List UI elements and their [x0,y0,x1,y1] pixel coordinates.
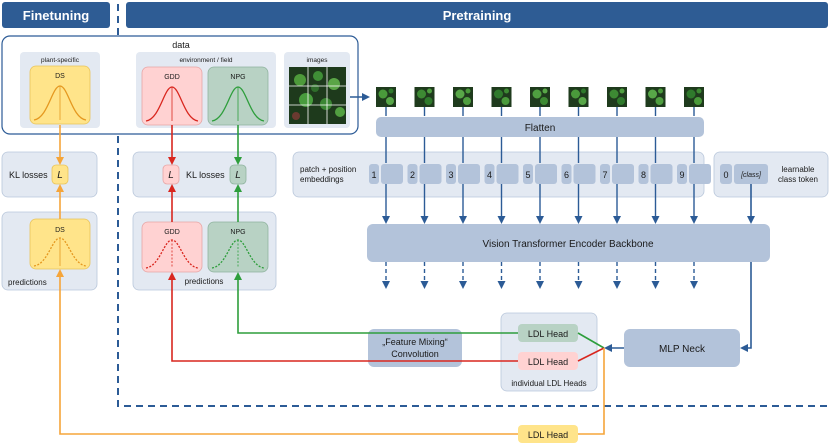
mlp-neck-block [624,329,740,367]
class-token-box [734,164,768,184]
token-flow-arrows [382,107,698,289]
class-token-desc-line1: learnable [782,165,815,174]
mlp-to-npg-head [577,332,605,349]
individual-ldl-heads-label: individual LDL Heads [511,379,586,388]
ds-distribution-data-label: DS [55,73,65,80]
images-label: images [307,57,329,64]
gdd-mixing-to-pred [168,272,518,362]
class-token-desc-line2: class token [778,175,818,184]
class-output-to-mlp [740,262,752,352]
image-patch-3 [453,87,473,107]
environment-field-label: environment / field [179,57,232,64]
finetuning-header [2,2,110,28]
patch-embeddings-label-line2: embeddings [300,175,344,184]
data-panel-title: data [172,40,190,50]
npg-loss-symbol: L [235,170,241,181]
class-token-label: [class] [740,172,762,179]
ldl-head-ds-label: LDL Head [528,430,568,440]
finetuning-kl-label: KL losses [9,170,48,180]
finetuning-kl-panel [1,151,98,198]
ldl-head-npg [518,324,578,342]
flatten-block [376,117,704,137]
flatten-label: Flatten [525,123,556,134]
image-patch-5 [530,87,550,107]
image-patch-7 [607,87,627,107]
vit-backbone-label: Vision Transformer Encoder Backbone [482,239,653,250]
embedding-token-6: 6 [561,164,596,184]
embedding-index: 1 [371,170,376,180]
embedding-index: 7 [602,170,607,180]
image-patch-8 [645,87,666,107]
embedding-token-9: 9 [677,164,711,184]
vit-backbone-block [367,224,770,262]
patch-embeddings-label-line1: patch + position [300,165,356,174]
npg-distribution-data-label: NPG [230,74,245,81]
embedding-token-3: 3 [446,164,480,184]
embedding-token-8: 8 [638,164,673,184]
embedding-token-5: 5 [523,164,557,184]
image-patch-6 [568,87,589,107]
pretraining-header [126,2,828,28]
embedding-token-7: 7 [600,164,634,184]
pretraining-header-label: Pretraining [443,8,512,23]
pretraining-boundary [117,4,828,407]
class-token-index-box [720,164,732,184]
mlp-neck-label: MLP Neck [659,344,706,355]
ldl-head-gdd-label: LDL Head [528,357,568,367]
embedding-index: 2 [410,170,415,180]
embedding-token-2: 2 [407,164,442,184]
finetuning-loss-symbol: L [57,170,63,181]
feature-mixing-label-line2: Convolution [391,349,439,359]
npg-mixing-to-pred [234,272,462,334]
finetune-head-to-pred [56,269,605,435]
pretraining-predictions-label: predictions [185,277,224,286]
embedding-index: 9 [679,170,684,180]
class-token-panel [713,151,829,198]
gdd-distribution-pred-label: GDD [164,229,180,236]
feature-mixing-label-line1: „Feature Mixing“ [382,337,448,347]
image-patch-1 [376,87,396,107]
embedding-index: 8 [641,170,646,180]
npg-distribution-pred-label: NPG [230,229,245,236]
image-patches [376,87,704,107]
plant-specific-label: plant-specific [41,57,80,64]
ldl-head-gdd [518,352,578,370]
embedding-token-4: 4 [484,164,519,184]
embedding-index: 6 [564,170,569,180]
gdd-distribution-data-label: GDD [164,74,180,81]
ldl-head-ds [518,425,578,443]
field-image [289,67,346,124]
gdd-loss-symbol: L [168,170,174,181]
class-token-index: 0 [723,170,728,180]
finetuning-predictions-label: predictions [8,278,47,287]
image-patch-9 [684,87,704,107]
image-patch-4 [491,87,512,107]
ds-distribution-pred-label: DS [55,227,65,234]
pretraining-kl-label: KL losses [186,170,225,180]
embedding-index: 4 [487,170,492,180]
embedding-token-1: 1 [369,164,403,184]
embedding-index: 5 [525,170,530,180]
feature-mixing-block [368,329,462,367]
finetuning-header-label: Finetuning [23,8,89,23]
mlp-to-gdd-head [577,347,605,362]
embedding-index: 3 [448,170,453,180]
patch-embedding-tokens: 1 2 3 4 5 6 7 8 9 [369,164,711,184]
image-patch-2 [414,87,435,107]
ldl-head-npg-label: LDL Head [528,329,568,339]
